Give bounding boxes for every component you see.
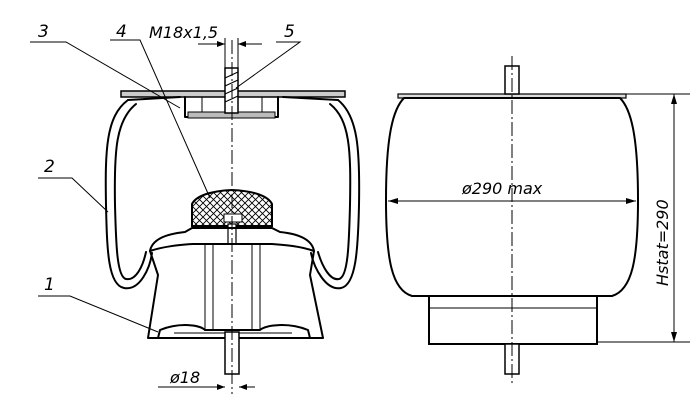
bellows-outer bbox=[104, 99, 361, 290]
callout-5: 5 bbox=[284, 22, 295, 42]
elevation-view bbox=[385, 56, 690, 384]
callout-2: 2 bbox=[44, 157, 55, 177]
shaft-dimension bbox=[158, 384, 255, 390]
thread-dimension bbox=[198, 38, 262, 68]
outer-diameter-label: ø290 max bbox=[461, 179, 543, 198]
thread-label: M18x1,5 bbox=[149, 23, 218, 42]
leaders bbox=[30, 39, 302, 333]
elevation-bellows bbox=[385, 97, 639, 297]
piston bbox=[147, 227, 324, 339]
callout-1: 1 bbox=[44, 275, 55, 295]
shaft-diameter-label: ø18 bbox=[169, 368, 200, 387]
callout-3: 3 bbox=[38, 22, 49, 42]
callout-4: 4 bbox=[116, 22, 127, 42]
section-view bbox=[104, 40, 361, 394]
elevation-piston bbox=[428, 295, 598, 345]
static-height-label: Hstat=290 bbox=[653, 199, 672, 286]
